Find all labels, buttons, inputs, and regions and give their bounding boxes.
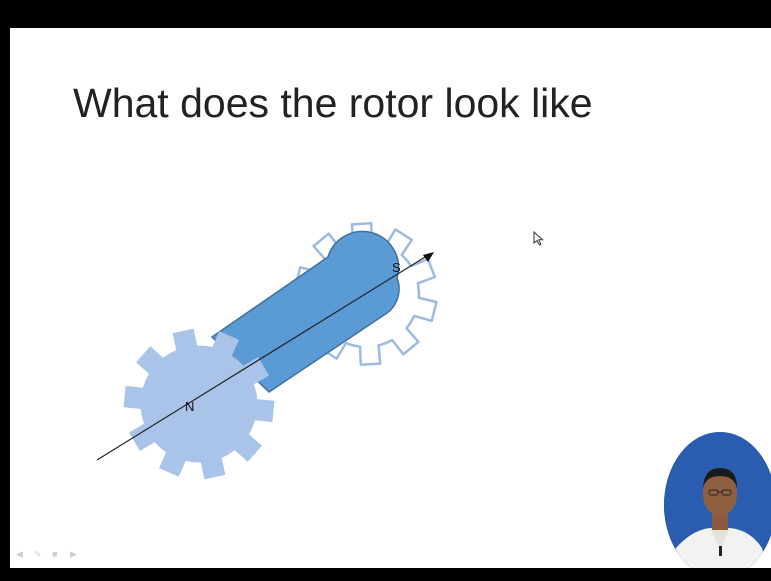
nav-menu-icon[interactable]: ■ bbox=[52, 550, 64, 559]
top-letterbox-bar bbox=[0, 0, 771, 10]
nav-pen-icon[interactable]: ✎ bbox=[34, 550, 46, 559]
north-pole-label: N bbox=[185, 399, 194, 414]
nav-prev-icon[interactable]: ◀ bbox=[16, 550, 28, 559]
arrow-cursor-icon bbox=[533, 231, 545, 247]
bottom-letterbox-bar bbox=[0, 568, 771, 581]
slide-nav-controls[interactable]: ◀ ✎ ■ ▶ bbox=[16, 550, 82, 559]
rotor-diagram: N S bbox=[10, 28, 771, 568]
slide-canvas: What does the rotor look like N S ◀ ✎ ■ … bbox=[10, 28, 771, 568]
south-pole-label: S bbox=[392, 260, 401, 275]
nav-next-icon[interactable]: ▶ bbox=[70, 550, 82, 559]
presenter-video-thumbnail bbox=[662, 430, 771, 568]
